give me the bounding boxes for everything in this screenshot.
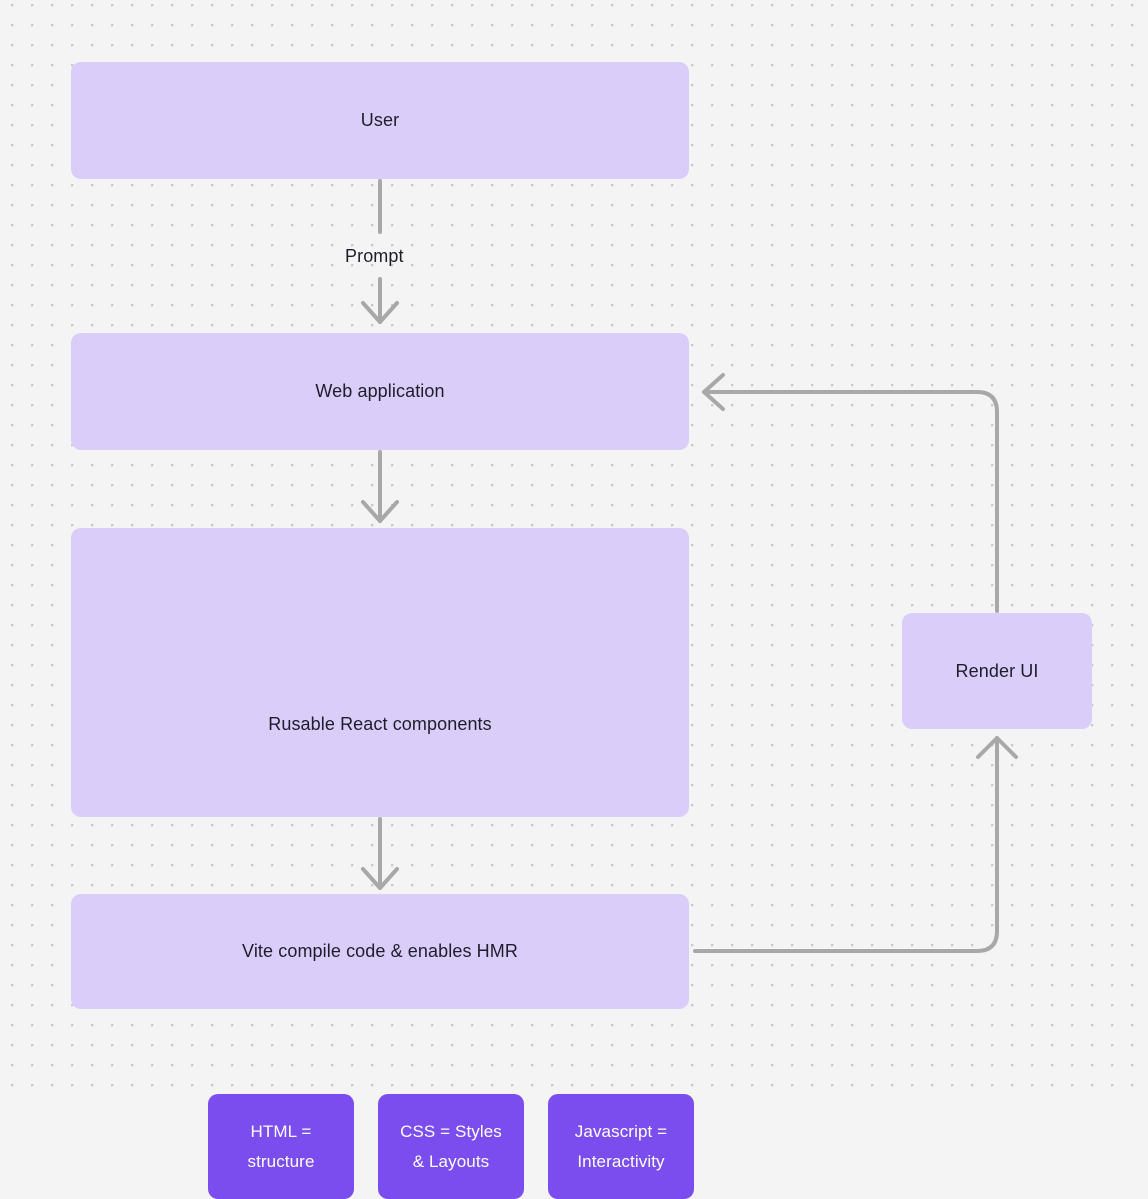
node-web-application[interactable]: Web application xyxy=(71,333,689,450)
edge-render-to-webapp xyxy=(702,373,999,613)
edge-vite-to-render xyxy=(693,736,1018,953)
node-user-label: User xyxy=(360,110,400,131)
edge-webapp-to-react xyxy=(361,450,399,523)
node-javascript-label: Javascript = Interactivity xyxy=(569,1117,673,1175)
node-web-application-label: Web application xyxy=(315,381,445,402)
edge-react-to-vite xyxy=(361,817,399,890)
node-html-label-line1: HTML = xyxy=(250,1122,312,1142)
node-vite-label: Vite compile code & enables HMR xyxy=(242,941,518,962)
node-user[interactable]: User xyxy=(71,62,689,179)
edge-label-prompt: Prompt xyxy=(345,246,404,266)
node-css-label: CSS = Styles & Layouts xyxy=(394,1117,508,1175)
node-react-components[interactable]: HTML = structure CSS = Styles & Layouts Ja… xyxy=(71,528,694,1199)
node-render-ui[interactable]: Render UI xyxy=(902,613,1092,729)
node-html-label: HTML = structure xyxy=(241,1117,320,1175)
node-vite[interactable]: Vite compile code & enables HMR xyxy=(71,894,689,1009)
node-javascript-label-line2: Interactivity xyxy=(577,1151,665,1171)
node-css-label-line1: CSS = Styles xyxy=(400,1122,502,1142)
node-css[interactable]: CSS = Styles & Layouts xyxy=(378,1094,524,1199)
node-javascript[interactable]: Javascript = Interactivity xyxy=(548,1094,694,1199)
node-css-label-line2: & Layouts xyxy=(412,1151,490,1171)
node-html-label-line2: structure xyxy=(247,1151,315,1171)
node-javascript-label-line1: Javascript = xyxy=(574,1122,668,1142)
node-react-components-caption: Rusable React components xyxy=(268,714,492,734)
node-html[interactable]: HTML = structure xyxy=(208,1094,354,1199)
node-render-ui-label: Render UI xyxy=(955,660,1039,681)
